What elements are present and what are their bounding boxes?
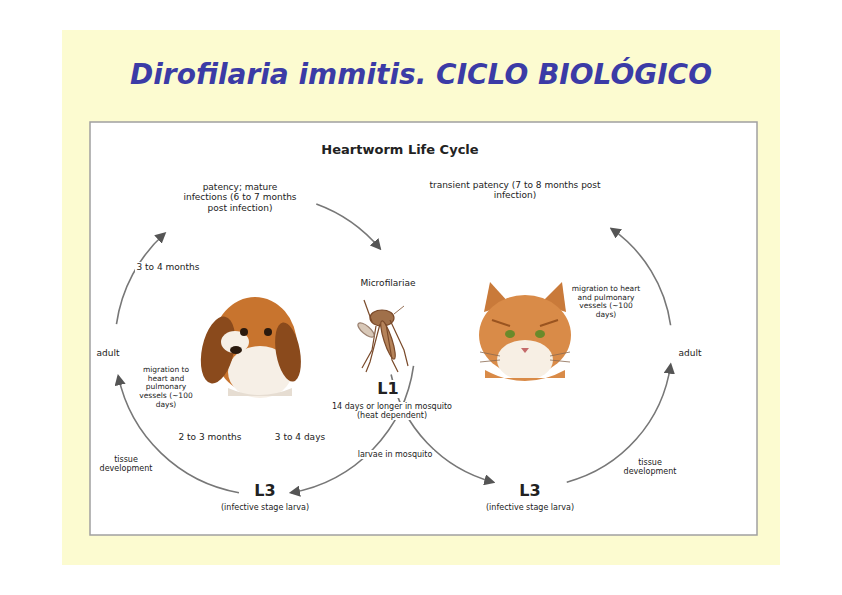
figure-heading: Heartworm Life Cycle (319, 143, 480, 158)
cycle-note: tissue development (618, 458, 682, 476)
cycle-note: (infective stage larva) (484, 503, 576, 512)
mosquito-figure (356, 300, 408, 372)
cycle-arrow (116, 234, 164, 325)
cycle-note: 14 days or longer in mosquito (heat depe… (320, 402, 464, 420)
cycle-arrow (391, 375, 493, 483)
cycle-note: tissue development (94, 455, 158, 473)
cycle-arrow (316, 204, 380, 249)
panel (62, 30, 780, 565)
cycle-note: transient patency (7 to 8 months post in… (423, 180, 607, 201)
cycle-arrow (291, 366, 413, 493)
cycle-note: migration to heart and pulmonary vessels… (569, 285, 643, 320)
cycle-note: patency; mature infections (6 to 7 month… (178, 182, 302, 213)
slide-title: Dirofilaria immitis. CICLO BIOLÓGICO (130, 58, 712, 91)
cycle-note: adult (95, 348, 122, 358)
cycle-note: 3 to 4 days (273, 432, 327, 442)
cycle-note: larvae in mosquito (356, 450, 435, 459)
cycle-note: 2 to 3 months (177, 432, 244, 442)
stage-label: L1 (375, 380, 400, 398)
dog-figure (195, 297, 305, 398)
cat-figure (479, 282, 571, 381)
stage-label: L3 (252, 482, 277, 500)
cycle-note: Microfilariae (358, 278, 417, 288)
cycle-note: 3 to 4 months (135, 262, 202, 272)
cycle-note: (infective stage larva) (219, 503, 311, 512)
stage-label: L3 (517, 482, 542, 500)
cycle-arcs (116, 204, 670, 493)
cycle-note: adult (677, 348, 704, 358)
figure-frame (90, 122, 757, 535)
cycle-note: migration to heart and pulmonary vessels… (133, 366, 199, 409)
